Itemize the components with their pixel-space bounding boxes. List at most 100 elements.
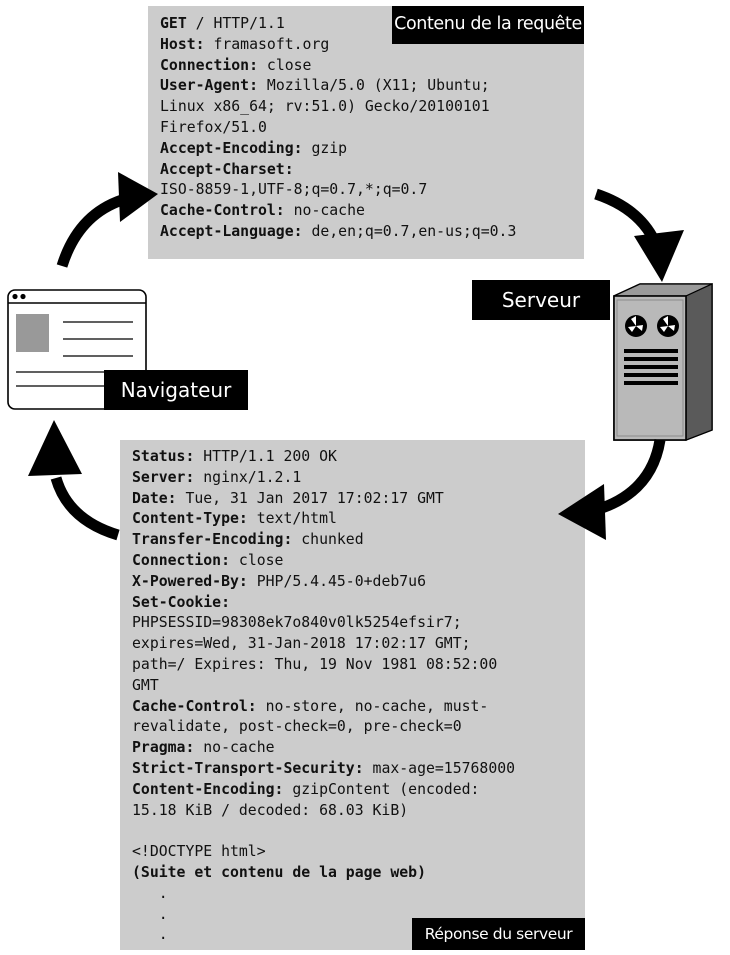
response-value: expires=Wed, 31-Jan-2018 17:02:17 GMT;: [132, 635, 471, 653]
request-line: Accept-Encoding: gzip: [160, 139, 516, 160]
fan-icon: [625, 315, 647, 337]
response-line: Pragma: no-cache: [132, 738, 515, 759]
response-line: expires=Wed, 31-Jan-2018 17:02:17 GMT;: [132, 634, 515, 655]
request-line: Linux x86_64; rv:51.0) Gecko/20100101: [160, 97, 516, 118]
response-line: Content-Type: text/html: [132, 509, 515, 530]
arrow-request-to-server: [594, 188, 659, 243]
request-line: Accept-Charset:: [160, 160, 516, 181]
request-value: no-cache: [284, 202, 365, 220]
response-value: 15.18 KiB / decoded: 68.03 KiB): [132, 801, 409, 819]
response-key: Status:: [132, 448, 195, 465]
arrow-server-to-response: [600, 438, 666, 514]
response-value: <!DOCTYPE html>: [132, 843, 266, 861]
request-key: Accept-Language:: [160, 222, 303, 240]
response-value: gzipContent (encoded:: [283, 780, 480, 798]
response-line: .: [132, 905, 515, 926]
response-line: Server: nginx/1.2.1: [132, 468, 515, 489]
request-value: framasoft.org: [204, 35, 330, 53]
response-line: Cache-Control: no-store, no-cache, must-: [132, 697, 515, 718]
response-line: Connection: close: [132, 551, 515, 572]
response-line: Strict-Transport-Security: max-age=15768…: [132, 759, 515, 780]
response-key: Pragma:: [132, 739, 195, 757]
response-value: path=/ Expires: Thu, 19 Nov 1981 08:52:0…: [132, 655, 498, 673]
response-value: .: [132, 926, 168, 944]
response-line: path=/ Expires: Thu, 19 Nov 1981 08:52:0…: [132, 655, 515, 676]
arrow-head-browser: [28, 420, 82, 476]
server-icon: [613, 283, 713, 441]
response-line: <!DOCTYPE html>: [132, 842, 515, 863]
response-title-label: Réponse du serveur: [412, 918, 585, 950]
request-value: / HTTP/1.1: [186, 15, 285, 32]
request-line: User-Agent: Mozilla/5.0 (X11; Ubuntu;: [160, 76, 516, 97]
response-line: .: [132, 925, 515, 946]
response-line: Content-Encoding: gzipContent (encoded:: [132, 780, 515, 801]
arrow-response-to-browser: [50, 476, 120, 541]
response-value: GMT: [132, 676, 159, 694]
response-key: Content-Encoding:: [132, 780, 284, 798]
request-line: Connection: close: [160, 56, 516, 77]
arrow-browser-to-request: [56, 194, 124, 268]
response-line: 15.18 KiB / decoded: 68.03 KiB): [132, 801, 515, 822]
response-key: Set-Cookie:: [132, 593, 230, 611]
response-value: .: [132, 905, 168, 923]
request-value: gzip: [302, 139, 348, 157]
response-line: X-Powered-By: PHP/5.4.45-0+deb7u6: [132, 572, 515, 593]
response-key: X-Powered-By:: [132, 572, 248, 590]
response-line: GMT: [132, 676, 515, 697]
request-key: GET: [160, 15, 187, 32]
response-value: close: [230, 551, 284, 569]
response-key: Content-Type:: [132, 510, 248, 528]
response-line: (Suite et contenu de la page web): [132, 863, 515, 884]
response-value: revalidate, post-check=0, pre-check=0: [132, 718, 462, 736]
request-line: ISO-8859-1,UTF-8;q=0.7,*;q=0.7: [160, 180, 516, 201]
request-value: Linux x86_64; rv:51.0) Gecko/20100101: [160, 98, 490, 116]
response-value: chunked: [292, 531, 364, 549]
response-value: HTTP/1.1 200 OK: [194, 448, 337, 465]
arrow-head-server: [634, 230, 684, 282]
request-line: Cache-Control: no-cache: [160, 201, 516, 222]
request-key: Host:: [160, 35, 205, 53]
response-key: Connection:: [132, 551, 230, 569]
response-value: max-age=15768000: [363, 759, 516, 777]
fan-icon: [657, 315, 679, 337]
response-value: no-store, no-cache, must-: [256, 697, 489, 715]
response-line: revalidate, post-check=0, pre-check=0: [132, 717, 515, 738]
request-value: ISO-8859-1,UTF-8;q=0.7,*;q=0.7: [160, 181, 428, 199]
request-value: de,en;q=0.7,en-us;q=0.3: [302, 222, 517, 240]
request-value: close: [258, 56, 312, 74]
request-key: Cache-Control:: [160, 202, 285, 220]
request-key: Accept-Charset:: [160, 160, 294, 178]
request-key: Connection:: [160, 56, 258, 74]
response-key: (Suite et contenu de la page web): [132, 863, 426, 881]
response-value: PHPSESSID=98308ek7o840v0lk5254efsir7;: [132, 614, 462, 632]
arrow-head-response: [558, 484, 606, 540]
response-key: Strict-Transport-Security:: [132, 759, 364, 777]
response-line: .: [132, 884, 515, 905]
response-value: .: [132, 884, 168, 902]
server-label: Serveur: [472, 280, 610, 320]
response-line: Set-Cookie:: [132, 593, 515, 614]
arrow-head-request: [118, 172, 158, 222]
response-value: PHP/5.4.45-0+deb7u6: [247, 572, 426, 590]
response-key: Server:: [132, 468, 195, 486]
response-key: Transfer-Encoding:: [132, 531, 293, 549]
request-line: Host: framasoft.org: [160, 35, 516, 56]
response-value: nginx/1.2.1: [194, 468, 302, 486]
request-line: Accept-Language: de,en;q=0.7,en-us;q=0.3: [160, 222, 516, 243]
request-key: Accept-Encoding:: [160, 139, 303, 157]
browser-label: Navigateur: [104, 370, 248, 410]
response-value: Tue, 31 Jan 2017 17:02:17 GMT: [176, 489, 444, 507]
request-title-label: Contenu de la requête: [392, 6, 584, 44]
response-value: no-cache: [194, 739, 275, 757]
response-line: PHPSESSID=98308ek7o840v0lk5254efsir7;: [132, 613, 515, 634]
response-value: text/html: [247, 510, 337, 528]
request-value: Firefox/51.0: [160, 118, 267, 136]
request-line: GET / HTTP/1.1: [160, 14, 516, 35]
response-line: Status: HTTP/1.1 200 OK: [132, 447, 515, 468]
response-line: Transfer-Encoding: chunked: [132, 530, 515, 551]
